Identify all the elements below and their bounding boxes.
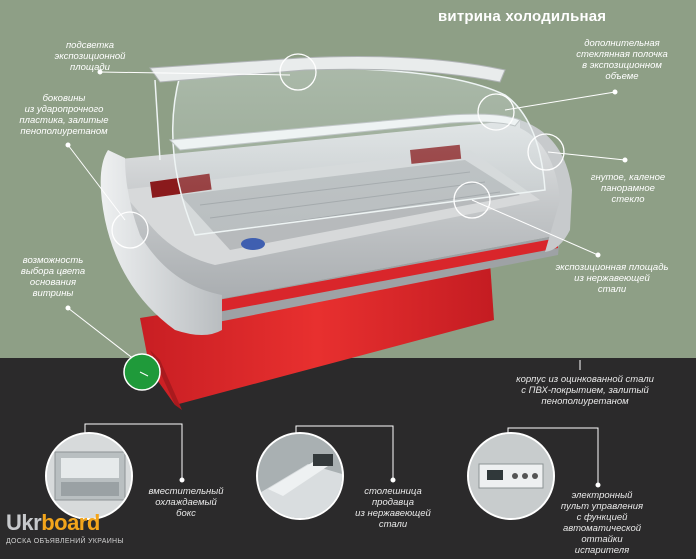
top-canopy [149,56,506,83]
thumb-storage-box [45,432,133,520]
logo-subtitle: ДОСКА ОБЪЯВЛЕНИЙ УКРАИНЫ [6,538,124,545]
leader-lines [65,69,628,361]
label-color-choice: возможность выбора цвета основания витри… [20,255,86,299]
label-sides: боковины из ударопрочного пластика, зали… [19,93,109,137]
thumb-control-panel [467,432,555,520]
ukrboard-logo: Ukrboard ДОСКА ОБЪЯВЛЕНИЙ УКРАИНЫ [6,510,136,556]
label-storage-box: вместительный охлаждаемый бокс [148,486,224,519]
thumb-countertop [256,432,344,520]
glass-shelf [168,113,521,151]
label-display-area: экспозиционная площадь из нержавеющей ст… [555,262,669,295]
label-control-panel: электронный пульт управления с функцией … [560,490,644,556]
label-curved-glass: гнутое, каленое панорамное стекло [590,172,666,205]
left-side-panel [100,150,222,335]
label-glass-shelf: дополнительная стеклянная полочка в эксп… [576,38,668,82]
color-choice-marker [123,353,161,391]
feature-rings [111,53,565,249]
label-backlight: подсветка экспозиционной площади [54,40,126,73]
logo-text-b: board [41,510,100,535]
label-body: корпус из оцинкованной стали с ПВХ-покры… [516,374,654,407]
page-title: витрина холодильная [438,8,607,25]
logo-text-a: Ukr [6,510,42,535]
brand-badge [241,238,265,250]
label-countertop: столешница продавца из нержавеющей стали [355,486,431,530]
